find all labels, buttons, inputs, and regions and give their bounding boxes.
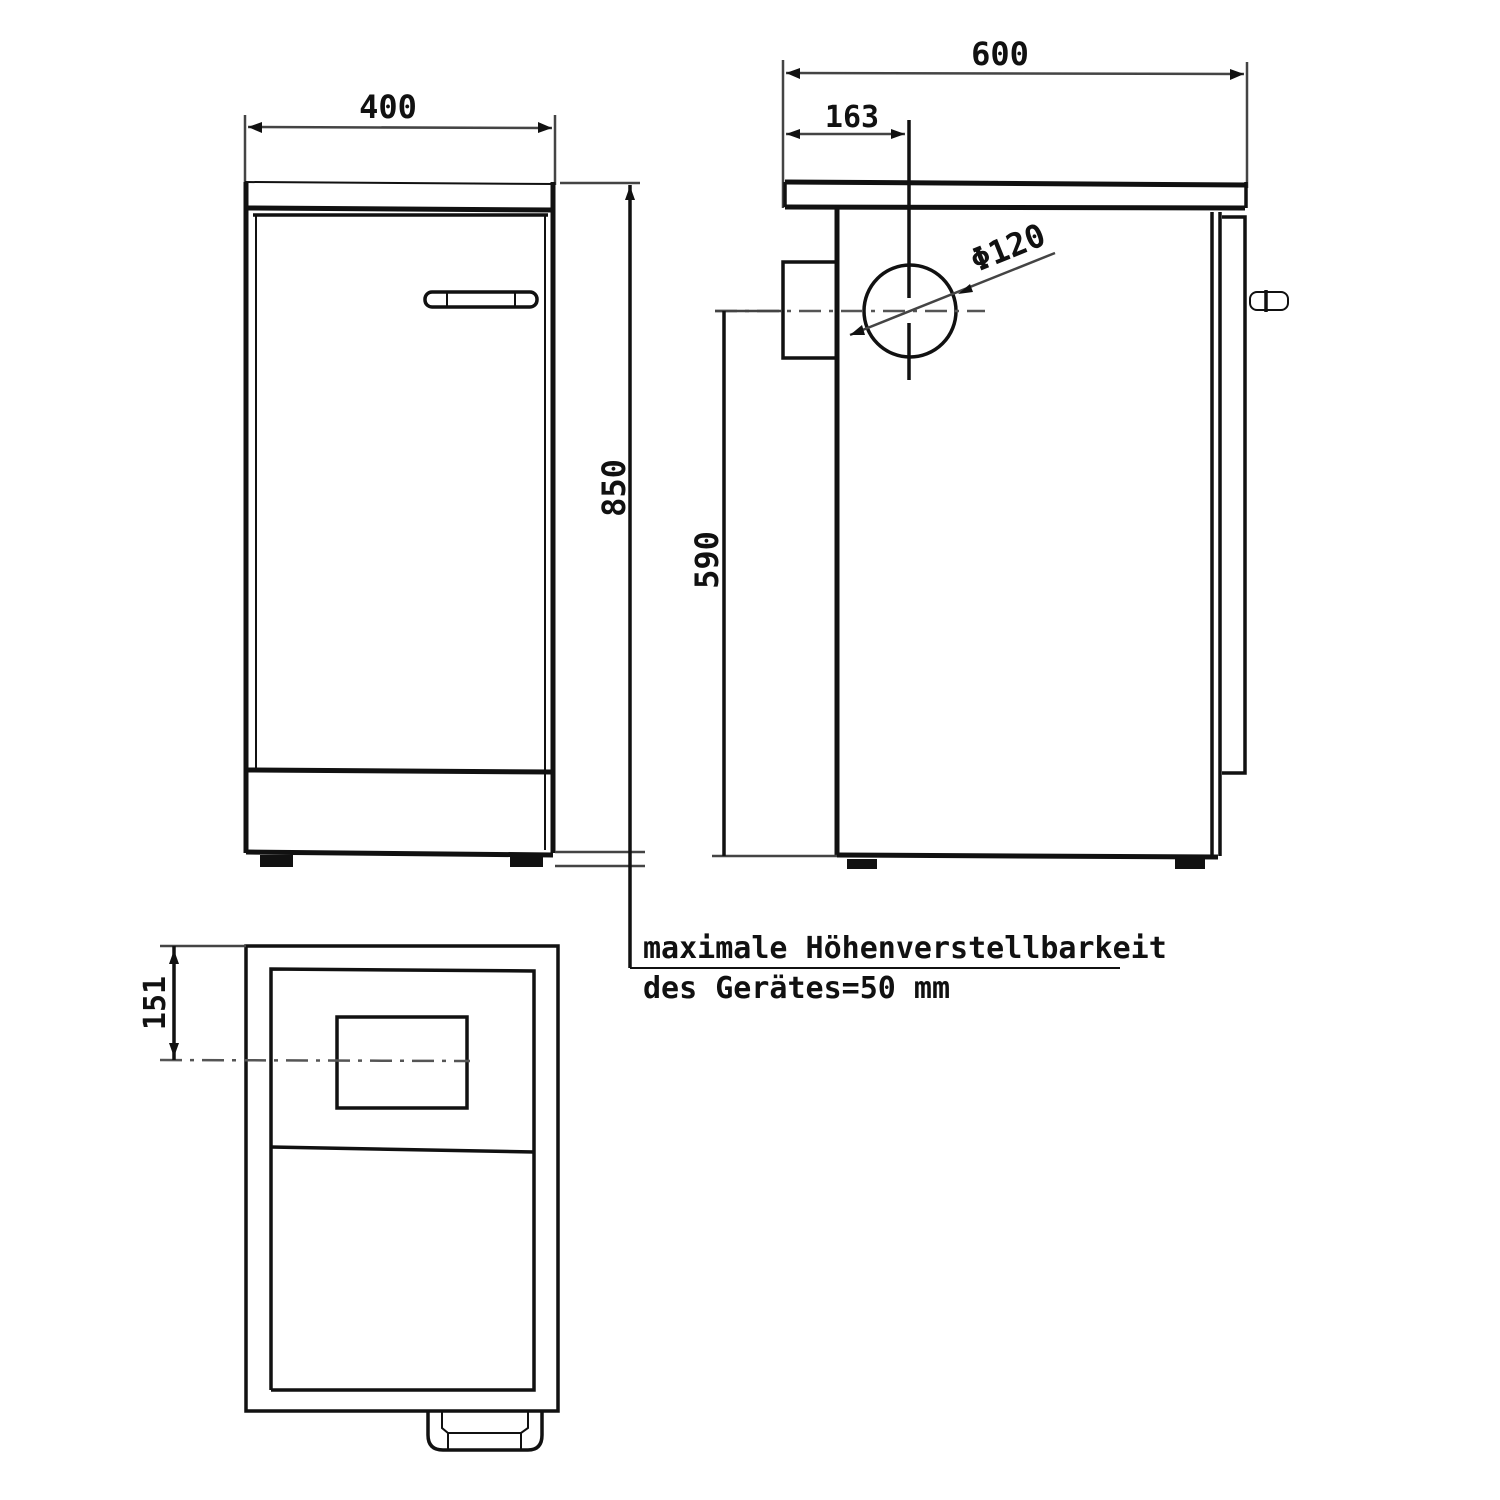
arrow-icon — [248, 122, 262, 133]
handle-icon — [426, 1411, 544, 1452]
height-label: 850 — [595, 459, 633, 517]
worktop-top-edge — [244, 181, 556, 185]
door-handle-icon — [423, 290, 539, 309]
flue-centerline — [159, 1058, 471, 1063]
top-inner-outline — [269, 967, 536, 1392]
arrow-icon — [958, 284, 973, 294]
width-dimension-line — [247, 125, 553, 130]
side-view: 600 163 Φ120 — [688, 35, 1289, 869]
arrow-icon — [786, 129, 800, 139]
depth-dimension-line — [785, 71, 1245, 76]
arrow-icon — [786, 68, 800, 79]
arrow-icon — [538, 122, 552, 133]
adjustable-foot-icon — [510, 855, 543, 867]
top-divider — [270, 1145, 535, 1154]
connector-icon — [1249, 291, 1289, 311]
adjustable-foot-icon — [1175, 859, 1205, 869]
front-width-label: 400 — [359, 88, 417, 126]
diameter-leader-line — [849, 251, 1056, 337]
flue-height-label: 590 — [688, 531, 726, 589]
arrow-icon — [169, 950, 179, 964]
note-line-2: des Gerätes=50 mm — [643, 971, 950, 1006]
worktop-bottom-edge — [247, 205, 554, 213]
top-flue-offset-label: 151 — [138, 976, 173, 1030]
cabinet-bottom-edge — [245, 849, 554, 858]
top-outline — [244, 944, 560, 1413]
arrow-icon — [1230, 69, 1244, 80]
worktop-bottom-edge — [784, 204, 1246, 211]
arrow-icon — [850, 325, 865, 335]
flue-diameter-label: Φ120 — [965, 216, 1051, 280]
handle-inner — [441, 1411, 529, 1434]
arrow-icon — [625, 186, 635, 200]
back-panel — [1222, 215, 1247, 775]
note-line-1: maximale Höhenverstellbarkeit — [643, 931, 1167, 966]
top-view: 151 — [138, 944, 560, 1452]
arrow-icon — [169, 1043, 179, 1057]
flue-collar — [781, 260, 835, 360]
body-bottom-edge — [836, 852, 1219, 860]
worktop-top-edge — [784, 179, 1248, 188]
door-bottom-edge — [247, 767, 554, 775]
flue-offset-label: 163 — [825, 100, 879, 135]
side-depth-label: 600 — [971, 35, 1029, 73]
adjustable-foot-icon — [847, 859, 877, 869]
height-adjust-note: maximale Höhenverstellbarkeit des Geräte… — [630, 931, 1167, 1006]
front-view: 400 850 — [243, 88, 645, 968]
adjustable-foot-icon — [260, 855, 293, 867]
flue-box-icon — [335, 1015, 469, 1110]
arrow-icon — [891, 129, 905, 139]
